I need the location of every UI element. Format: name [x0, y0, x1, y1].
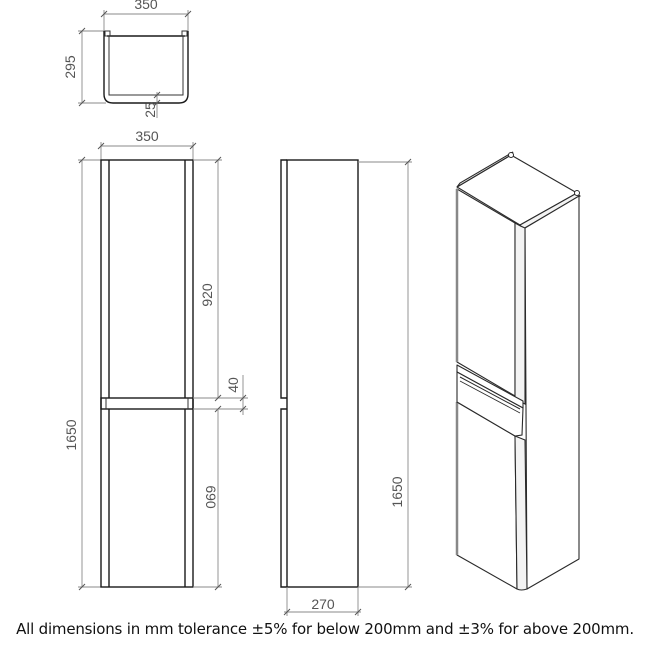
lower-door-label: 690: [203, 485, 219, 509]
isometric-view: [455, 151, 581, 591]
side-height-label: 1650: [389, 476, 405, 507]
top-width-label: 350: [134, 0, 158, 12]
front-width-label: 350: [135, 128, 159, 144]
front-view: 350 1650 920 40 690: [63, 128, 248, 591]
top-thickness-label: 25: [142, 102, 158, 118]
top-depth-label: 295: [62, 55, 78, 79]
top-view: 350 295 25: [62, 0, 192, 118]
front-height-label: 1650: [63, 419, 79, 450]
side-view: 1650 270: [280, 158, 412, 616]
tolerance-note: All dimensions in mm tolerance ±5% for b…: [16, 620, 634, 638]
upper-door-label: 920: [199, 283, 215, 307]
gap-label: 40: [225, 377, 241, 393]
side-depth-label: 270: [311, 596, 335, 612]
